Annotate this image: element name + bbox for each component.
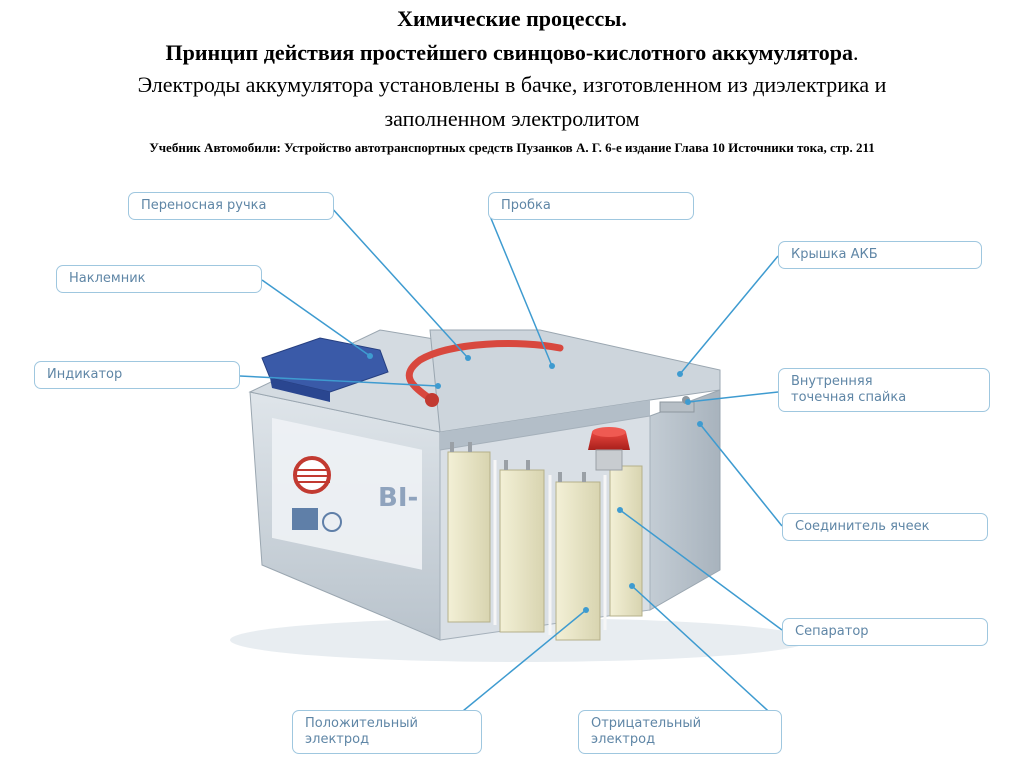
leader-dot — [677, 371, 683, 377]
plug-cap-top — [592, 427, 626, 437]
leader-lid — [679, 255, 779, 375]
label-negative-line2: электрод — [591, 732, 656, 747]
label-plug-text: Пробка — [501, 198, 551, 213]
leader-dot — [617, 507, 623, 513]
electrode-plate — [447, 451, 491, 623]
label-positive-line1: Положительный — [305, 716, 418, 731]
description-line-2: заполненном электролитом — [384, 106, 640, 131]
leader-cell-connector — [699, 423, 783, 527]
description-line-1: Электроды аккумулятора установлены в бач… — [137, 72, 887, 97]
brand-stripes — [296, 469, 330, 483]
leader-dot — [465, 355, 471, 361]
label-positive-line2: электрод — [305, 732, 370, 747]
subtitle-tail: . — [853, 40, 859, 65]
plug-cap-thread — [595, 449, 623, 471]
leader-dot — [367, 353, 373, 359]
electrode-plate — [555, 481, 601, 641]
electrode-plate — [609, 465, 643, 617]
label-inner-weld: Внутренняя точечная спайка — [778, 368, 990, 412]
battery-illustration: BI- — [230, 205, 810, 721]
leader-terminal — [261, 279, 371, 357]
label-negative-line1: Отрицательный — [591, 716, 702, 731]
battery-brand: BI- — [378, 483, 418, 513]
slide-title: Химические процессы. — [397, 6, 627, 31]
plate-lugs — [450, 442, 586, 482]
label-cell-connector: Соединитель ячеек — [782, 513, 988, 541]
recycle-label — [292, 508, 318, 530]
leader-lines — [239, 205, 783, 721]
electrode-plate — [499, 469, 545, 633]
battery-diagram: BI- — [0, 170, 1024, 767]
leader-handle — [329, 205, 469, 359]
electrode-plates — [447, 442, 643, 641]
leader-endpoints — [367, 353, 703, 613]
label-inner-weld-line2: точечная спайка — [791, 390, 907, 405]
brand-panel — [272, 417, 422, 570]
slide-subtitle: Принцип действия простейшего свинцово-ки… — [0, 40, 1024, 66]
leader-dot — [697, 421, 703, 427]
leader-dot — [685, 399, 691, 405]
label-carrying-handle-text: Переносная ручка — [141, 198, 267, 213]
terminal-cover-side — [270, 378, 330, 402]
label-separator-text: Сепаратор — [795, 624, 869, 639]
leader-negative — [631, 585, 779, 721]
label-carrying-handle: Переносная ручка — [128, 192, 334, 220]
battery-shadow — [230, 618, 810, 662]
leader-plug — [489, 215, 553, 367]
handle-pivot — [425, 393, 439, 407]
leader-dot — [435, 383, 441, 389]
label-positive-electrode: Положительный электрод — [292, 710, 482, 754]
label-terminal-cover-text: Наклемник — [69, 271, 146, 286]
label-battery-lid-text: Крышка АКБ — [791, 247, 878, 262]
label-separator: Сепаратор — [782, 618, 988, 646]
label-battery-lid: Крышка АКБ — [778, 241, 982, 269]
leader-inner-weld — [687, 391, 779, 403]
leader-positive — [451, 609, 587, 721]
label-indicator-text: Индикатор — [47, 367, 123, 382]
leader-dot — [629, 583, 635, 589]
plug-cap — [588, 432, 630, 450]
battery-lid-edge — [440, 400, 650, 450]
leader-dot — [583, 607, 589, 613]
label-cell-connector-text: Соединитель ячеек — [795, 519, 930, 534]
label-negative-electrode: Отрицательный электрод — [578, 710, 782, 754]
cell-connector-bar — [659, 401, 695, 413]
leader-dot — [549, 363, 555, 369]
leader-separator — [619, 509, 783, 631]
subtitle-bold: Принцип действия простейшего свинцово-ки… — [165, 40, 854, 65]
leader-indicator — [239, 375, 439, 387]
label-indicator: Индикатор — [34, 361, 240, 389]
label-terminal-cover: Наклемник — [56, 265, 262, 293]
label-plug: Пробка — [488, 192, 694, 220]
label-inner-weld-line1: Внутренняя — [791, 374, 873, 389]
recycle-icon — [322, 512, 342, 532]
source-reference: Учебник Автомобили: Устройство автотранс… — [149, 140, 875, 155]
separator-lines — [493, 460, 607, 635]
